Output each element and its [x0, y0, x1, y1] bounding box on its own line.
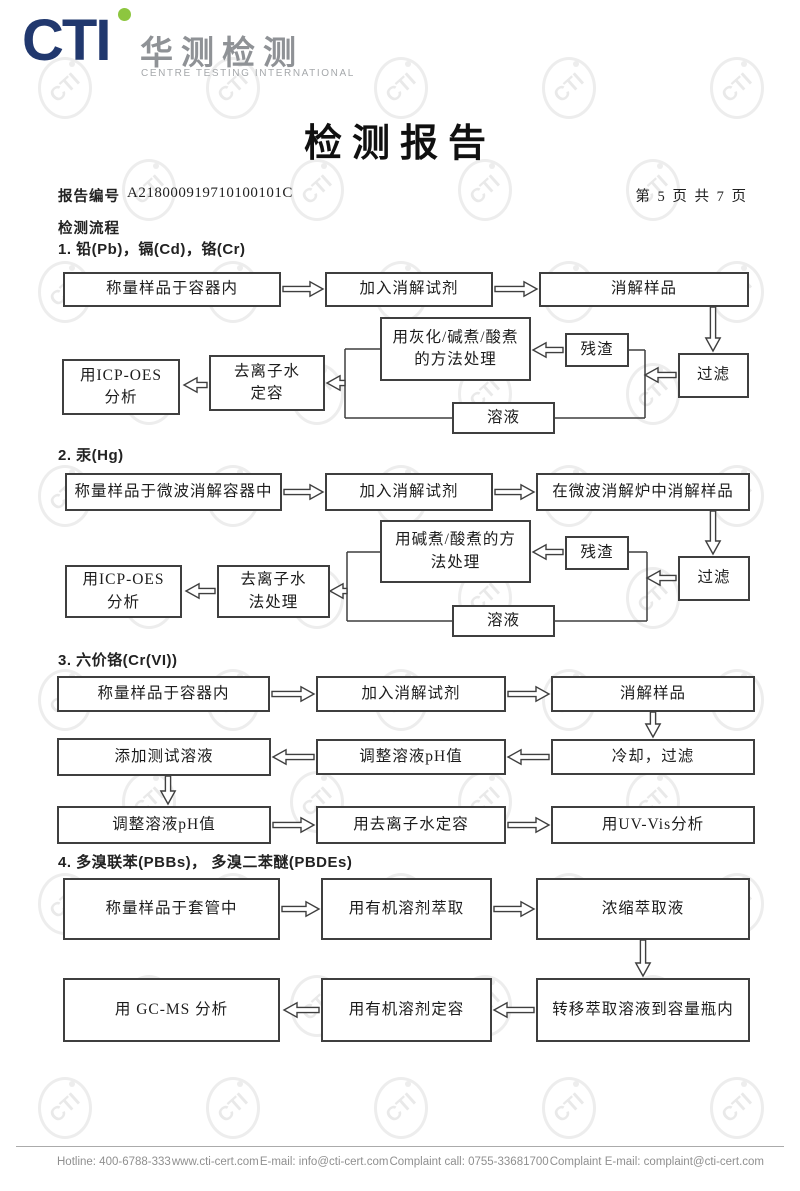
flow-box-s3-cool: 冷却，过滤 — [551, 739, 755, 775]
flow-box-s4-analyze: 用 GC-MS 分析 — [63, 978, 280, 1042]
cti-watermark-stamp: CTI — [626, 363, 680, 425]
cti-watermark-stamp: CTI — [458, 159, 512, 221]
cti-logo: CTI 华测检测 CENTRE TESTING INTERNATIONAL — [22, 8, 353, 88]
cti-logo-chinese-name: 华测检测 — [140, 34, 304, 71]
flow-box-s1-solution: 溶液 — [452, 402, 555, 434]
report-number-value: A218000919710100101C — [127, 185, 293, 201]
cti-watermark-stamp: CTI — [542, 57, 596, 119]
footer-hotline: Hotline: 400-6788-333 — [57, 1156, 171, 1168]
flow-box-s3-analyze: 用UV-Vis分析 — [551, 806, 755, 844]
section-4-heading: 4. 多溴联苯(PBBs)， 多溴二苯醚(PBDEs) — [58, 854, 353, 871]
flow-box-s2-weigh: 称量样品于微波消解容器中 — [65, 473, 282, 511]
flow-box-s2-digest: 在微波消解炉中消解样品 — [536, 473, 750, 511]
cti-watermark-stamp: CTI — [206, 1077, 260, 1139]
flow-box-s2-solution: 溶液 — [452, 605, 555, 637]
page-title: 检测报告 — [303, 123, 496, 165]
section-1-heading: 1. 铅(Pb)，镉(Cd)，铬(Cr) — [58, 241, 246, 258]
flow-box-s4-fix-volume: 用有机溶剂定容 — [321, 978, 492, 1042]
report-number-label: 报告编号 — [58, 189, 120, 205]
cti-watermark-stamp: CTI — [122, 159, 176, 221]
flow-box-s1-digest: 消解样品 — [539, 272, 749, 307]
process-title: 检测流程 — [58, 221, 120, 237]
cti-watermark-stamp: CTI — [710, 57, 764, 119]
cti-watermark-stamp: CTI — [626, 159, 680, 221]
flow-box-s4-concentrate: 浓缩萃取液 — [536, 878, 750, 940]
cti-watermark-stamp: CTI — [710, 1077, 764, 1139]
cti-logo-text: CTI — [22, 8, 111, 73]
footer-website: www.cti-cert.com — [171, 1156, 259, 1168]
cti-watermark-stamp: CTI — [290, 159, 344, 221]
footer: Hotline: 400-6788-333 www.cti-cert.com E… — [57, 1156, 764, 1168]
flow-box-s2-residue: 残渣 — [565, 536, 629, 570]
flow-box-s3-adjust-ph-2: 调整溶液pH值 — [57, 806, 271, 844]
flow-box-s2-dilute: 去离子水 法处理 — [217, 565, 330, 618]
flow-box-s4-weigh: 称量样品于套管中 — [63, 878, 280, 940]
cti-logo-green-dot-icon — [118, 8, 131, 21]
flow-box-s1-filter: 过滤 — [678, 353, 749, 398]
flow-box-s1-analyze: 用ICP-OES 分析 — [62, 359, 180, 415]
flow-box-s1-treat: 用灰化/碱煮/酸煮 的方法处理 — [380, 317, 531, 381]
footer-divider — [16, 1146, 784, 1147]
cti-watermark-stamp: CTI — [374, 57, 428, 119]
cti-logo-english-name: CENTRE TESTING INTERNATIONAL — [141, 68, 355, 79]
flow-box-s1-add: 加入消解试剂 — [325, 272, 493, 307]
flow-box-s3-weigh: 称量样品于容器内 — [57, 676, 270, 712]
flow-box-s2-add: 加入消解试剂 — [325, 473, 493, 511]
flow-box-s1-residue: 残渣 — [565, 333, 629, 367]
cti-watermark-stamp: CTI — [626, 567, 680, 629]
flow-box-s3-add: 加入消解试剂 — [316, 676, 506, 712]
flow-box-s1-dilute: 去离子水 定容 — [209, 355, 325, 411]
flow-box-s4-extract: 用有机溶剂萃取 — [321, 878, 492, 940]
footer-complaint-call: Complaint call: 0755-33681700 — [389, 1156, 549, 1168]
flow-box-s3-digest: 消解样品 — [551, 676, 755, 712]
flow-box-s3-add-test: 添加测试溶液 — [57, 738, 271, 776]
section-2-heading: 2. 汞(Hg) — [58, 447, 124, 464]
cti-watermark-stamp: CTI — [206, 57, 260, 119]
cti-watermark-stamp: CTI — [38, 57, 92, 119]
flow-box-s2-filter: 过滤 — [678, 556, 750, 601]
cti-watermark-stamp: CTI — [542, 1077, 596, 1139]
flow-box-s2-analyze: 用ICP-OES 分析 — [65, 565, 182, 618]
section-3-heading: 3. 六价铬(Cr(VI)) — [58, 652, 178, 669]
footer-email: E-mail: info@cti-cert.com — [259, 1156, 389, 1168]
flow-box-s3-adjust-ph-1: 调整溶液pH值 — [316, 739, 506, 775]
cti-watermark-stamp: CTI — [374, 1077, 428, 1139]
flow-box-s1-weigh: 称量样品于容器内 — [63, 272, 281, 307]
page-indicator: 第 5 页 共 7 页 — [635, 189, 748, 205]
footer-complaint-email: Complaint E-mail: complaint@cti-cert.com — [549, 1156, 764, 1168]
flow-box-s4-transfer: 转移萃取溶液到容量瓶内 — [536, 978, 750, 1042]
flow-box-s2-treat: 用碱煮/酸煮的方 法处理 — [380, 520, 531, 583]
cti-watermark-stamp: CTI — [38, 1077, 92, 1139]
flow-box-s3-dilute: 用去离子水定容 — [316, 806, 506, 844]
